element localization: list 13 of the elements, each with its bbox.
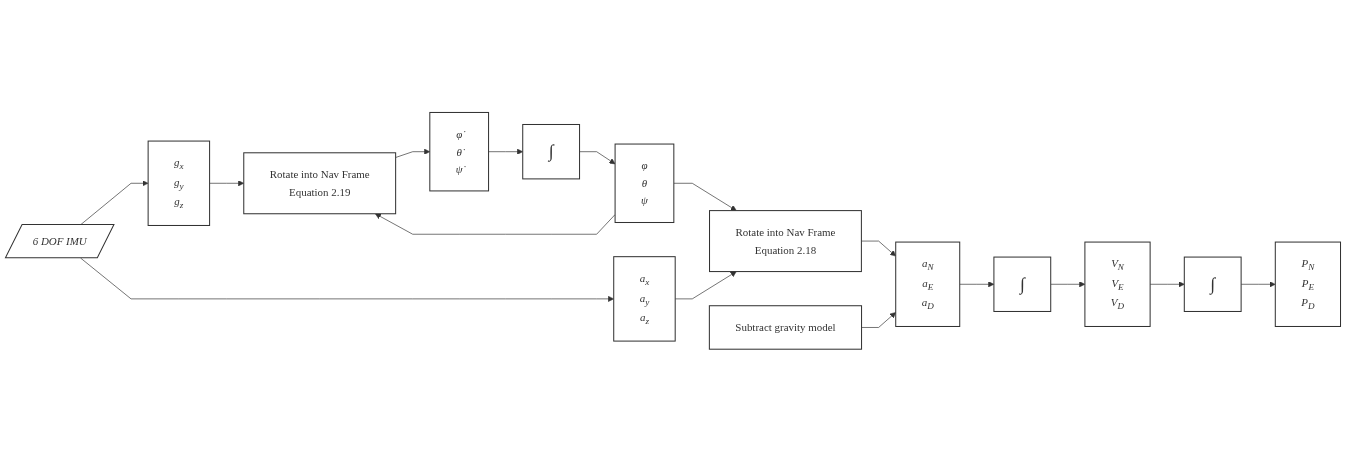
node-box: Rotate into Nav Frame Equation 2.19 [243, 151, 397, 214]
node-box: φ̇ θ̇ ψ̇ [429, 111, 490, 192]
node-box: ∫ [522, 123, 581, 180]
node-box: ∫ [993, 256, 1052, 312]
node-box: V$_{N}$ V$_{E}$ V$_{D}$ [1084, 241, 1151, 327]
node-box: g$_{x}$ g$_{y}$ g$_{z}$ [147, 140, 211, 226]
node-box: a$_{x}$ a$_{y}$ a$_{z}$ [613, 255, 676, 342]
node-box: Subtract gravity model [708, 304, 863, 350]
node-box: a$_{N}$ a$_{E}$ a$_{D}$ [895, 241, 961, 327]
node-box: φ θ ψ [614, 143, 675, 223]
node-box: ∫ [1183, 256, 1242, 312]
node-box: Rotate into Nav Frame Equation 2.18 [709, 209, 862, 272]
node-box: P$_{N}$ P$_{E}$ P$_{D}$ [1274, 241, 1342, 327]
